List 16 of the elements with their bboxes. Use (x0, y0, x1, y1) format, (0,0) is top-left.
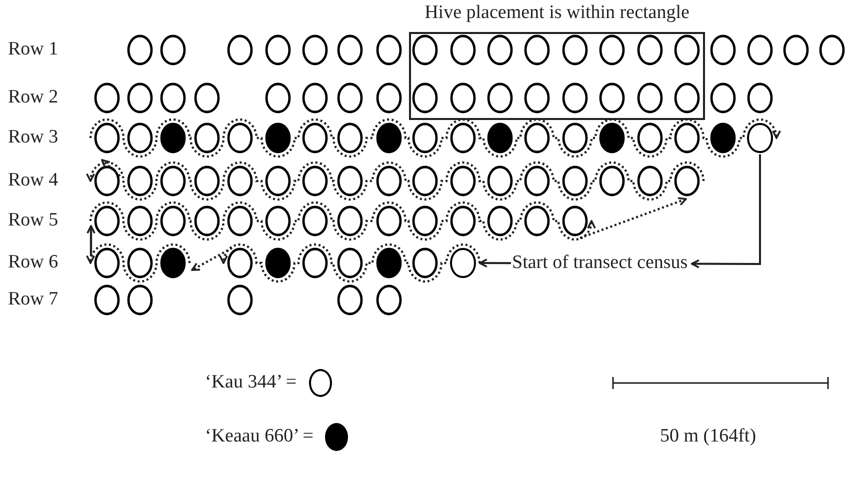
rectangle-heading: Hive placement is within rectangle (424, 3, 690, 24)
row-label: Row 6 (8, 252, 58, 274)
legend-text: ‘Keaau 660’ = (205, 426, 314, 448)
row-label: Row 7 (8, 290, 58, 310)
legend-text: ‘Kau 344’ = (205, 372, 297, 394)
row-label: Row 4 (8, 170, 58, 192)
scale-label: 50 m (164ft) (660, 426, 756, 448)
row-label: Row 3 (8, 128, 58, 148)
row-label: Row 1 (8, 40, 58, 60)
row-label: Row 5 (8, 210, 58, 232)
arrow (690, 154, 761, 268)
start-text: Start of transect census (512, 252, 688, 273)
arrow (478, 258, 511, 268)
tree-circle (747, 122, 773, 154)
tree-circle (450, 248, 476, 278)
row-label: Row 2 (8, 88, 58, 108)
